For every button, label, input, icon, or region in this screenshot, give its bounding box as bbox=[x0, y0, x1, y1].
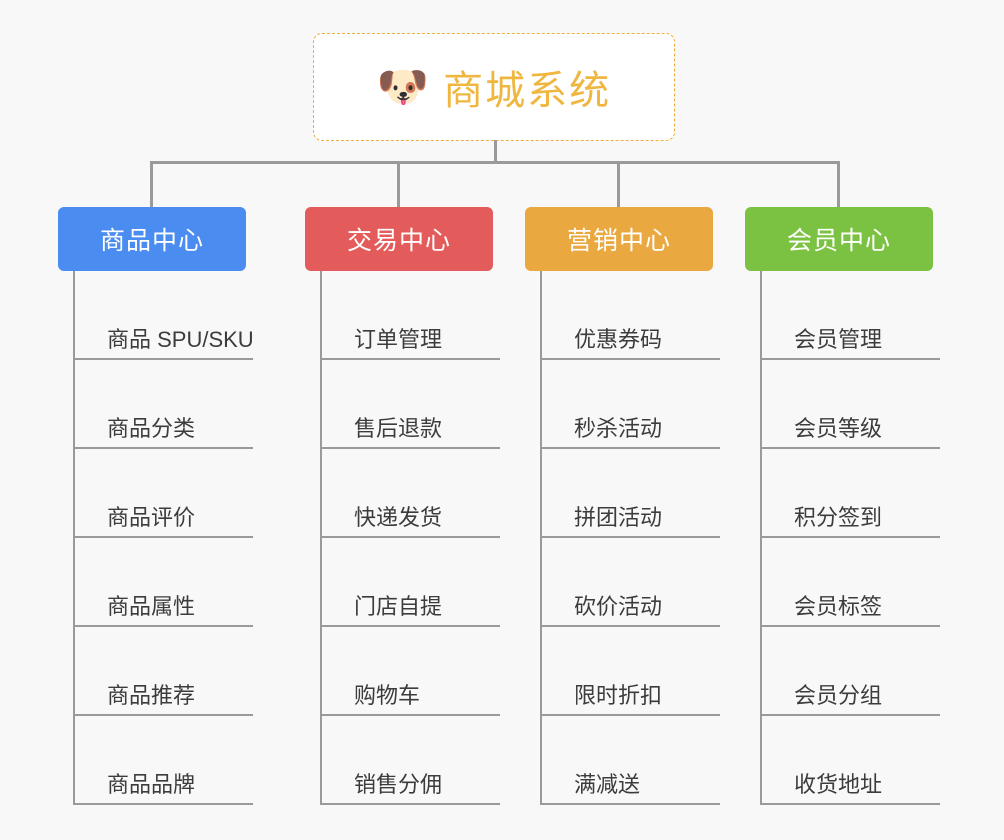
leaf-label: 订单管理 bbox=[322, 327, 500, 360]
leaf-label: 限时折扣 bbox=[542, 683, 720, 716]
leaf-label: 秒杀活动 bbox=[542, 416, 720, 449]
leaf-label: 商品评价 bbox=[75, 505, 253, 538]
list-item[interactable]: 会员管理 bbox=[762, 271, 940, 360]
leaf-label: 商品推荐 bbox=[75, 683, 253, 716]
connector-drop-trade-center bbox=[397, 161, 400, 208]
leaf-label: 商品分类 bbox=[75, 416, 253, 449]
list-item[interactable]: 门店自提 bbox=[322, 538, 500, 627]
category-header-trade-center[interactable]: 交易中心 bbox=[305, 207, 493, 271]
list-item[interactable]: 会员标签 bbox=[762, 538, 940, 627]
leaf-label: 商品属性 bbox=[75, 594, 253, 627]
list-item[interactable]: 砍价活动 bbox=[542, 538, 720, 627]
root-node[interactable]: 🐶 商城系统 bbox=[313, 33, 675, 141]
leaf-label: 商品 SPU/SKU bbox=[75, 327, 254, 360]
category-header-product-center[interactable]: 商品中心 bbox=[58, 207, 246, 271]
connector-root-stem bbox=[494, 140, 497, 164]
leaf-label: 会员标签 bbox=[762, 594, 940, 627]
list-item[interactable]: 优惠券码 bbox=[542, 271, 720, 360]
list-item[interactable]: 积分签到 bbox=[762, 449, 940, 538]
list-item[interactable]: 订单管理 bbox=[322, 271, 500, 360]
column-trade-center: 交易中心 订单管理 售后退款 快递发货 门店自提 购物车 销售分佣 bbox=[305, 207, 500, 821]
leaf-list-member-center: 会员管理 会员等级 积分签到 会员标签 会员分组 收货地址 bbox=[760, 271, 940, 805]
leaf-label: 会员管理 bbox=[762, 327, 940, 360]
list-item[interactable]: 商品 SPU/SKU bbox=[75, 271, 254, 360]
list-item[interactable]: 购物车 bbox=[322, 627, 500, 716]
leaf-label: 会员分组 bbox=[762, 683, 940, 716]
list-item[interactable]: 拼团活动 bbox=[542, 449, 720, 538]
connector-drop-marketing-center bbox=[617, 161, 620, 208]
connector-horizontal-bus bbox=[150, 161, 840, 164]
category-header-marketing-center[interactable]: 营销中心 bbox=[525, 207, 713, 271]
list-item[interactable]: 商品品牌 bbox=[75, 716, 253, 805]
list-item[interactable]: 售后退款 bbox=[322, 360, 500, 449]
list-item[interactable]: 快递发货 bbox=[322, 449, 500, 538]
root-title: 商城系统 bbox=[443, 69, 612, 113]
list-item[interactable]: 商品分类 bbox=[75, 360, 253, 449]
leaf-label: 快递发货 bbox=[322, 505, 500, 538]
list-item[interactable]: 商品评价 bbox=[75, 449, 253, 538]
leaf-label: 砍价活动 bbox=[542, 594, 720, 627]
shiba-dog-face-icon: 🐶 bbox=[376, 63, 430, 110]
list-item[interactable]: 会员等级 bbox=[762, 360, 940, 449]
connector-drop-product-center bbox=[150, 161, 153, 208]
leaf-list-product-center: 商品 SPU/SKU 商品分类 商品评价 商品属性 商品推荐 商品品牌 bbox=[73, 271, 254, 805]
connector-drop-member-center bbox=[837, 161, 840, 208]
list-item[interactable]: 销售分佣 bbox=[322, 716, 500, 805]
list-item[interactable]: 收货地址 bbox=[762, 716, 940, 805]
list-item[interactable]: 会员分组 bbox=[762, 627, 940, 716]
list-item[interactable]: 限时折扣 bbox=[542, 627, 720, 716]
list-item[interactable]: 商品推荐 bbox=[75, 627, 253, 716]
leaf-label: 会员等级 bbox=[762, 416, 940, 449]
leaf-label: 商品品牌 bbox=[75, 772, 253, 805]
leaf-label: 拼团活动 bbox=[542, 505, 720, 538]
column-marketing-center: 营销中心 优惠券码 秒杀活动 拼团活动 砍价活动 限时折扣 满减送 bbox=[525, 207, 720, 821]
leaf-list-marketing-center: 优惠券码 秒杀活动 拼团活动 砍价活动 限时折扣 满减送 bbox=[540, 271, 720, 805]
list-item[interactable]: 商品属性 bbox=[75, 538, 253, 627]
leaf-label: 售后退款 bbox=[322, 416, 500, 449]
column-product-center: 商品中心 商品 SPU/SKU 商品分类 商品评价 商品属性 商品推荐 商品品牌 bbox=[58, 207, 254, 821]
category-header-member-center[interactable]: 会员中心 bbox=[745, 207, 933, 271]
leaf-label: 收货地址 bbox=[762, 772, 940, 805]
column-member-center: 会员中心 会员管理 会员等级 积分签到 会员标签 会员分组 收货地址 bbox=[745, 207, 940, 821]
list-item[interactable]: 秒杀活动 bbox=[542, 360, 720, 449]
leaf-label: 销售分佣 bbox=[322, 772, 500, 805]
leaf-label: 购物车 bbox=[322, 683, 500, 716]
leaf-label: 满减送 bbox=[542, 772, 720, 805]
leaf-list-trade-center: 订单管理 售后退款 快递发货 门店自提 购物车 销售分佣 bbox=[320, 271, 500, 805]
leaf-label: 门店自提 bbox=[322, 594, 500, 627]
list-item[interactable]: 满减送 bbox=[542, 716, 720, 805]
leaf-label: 积分签到 bbox=[762, 505, 940, 538]
leaf-label: 优惠券码 bbox=[542, 327, 720, 360]
